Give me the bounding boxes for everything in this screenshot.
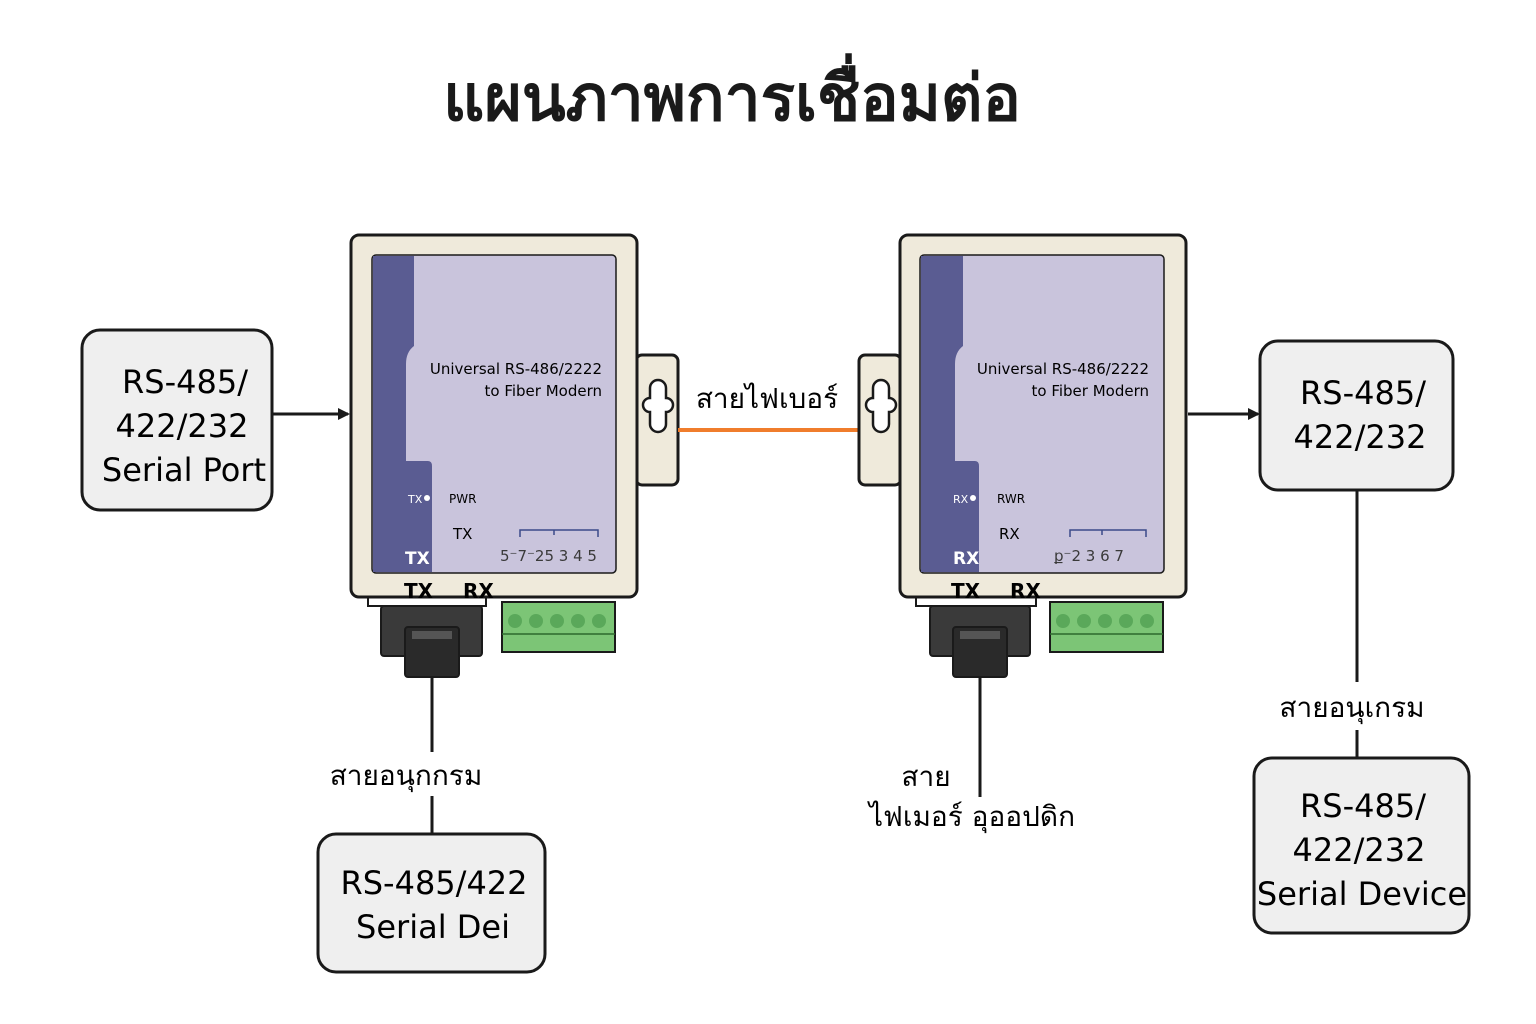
keyhole-icon <box>641 378 675 434</box>
right-terminal-block[interactable] <box>1049 601 1164 653</box>
left-modem-terminal-numbers: 5⁻7⁻25 3 4 5 <box>500 547 597 565</box>
right-fiber-modem: Universal RS-486/2222 to Fiber Modern RX… <box>857 233 1188 678</box>
right-bottom-line-2: 422/232 <box>1293 831 1426 869</box>
right-port-rx-label: RX <box>1010 579 1041 603</box>
bottom-left-line-2: Serial Dei <box>356 908 510 946</box>
left-modem-pwr-label: PWR <box>449 492 476 506</box>
right-rx-led-icon <box>970 495 976 501</box>
optic-cable-label-line-1: สาย <box>901 760 950 793</box>
page-title: แผนภาพการเชื่อมต่อ <box>443 53 1021 136</box>
right-top-line-2: 422/232 <box>1294 418 1427 456</box>
left-tx-led-icon <box>424 495 430 501</box>
serial-port-box: RS-485/ 422/232 Serial Port <box>80 328 274 512</box>
left-modem-model-line-1: Universal RS-486/2222 <box>430 360 602 378</box>
bottom-left-line-1: RS-485/422 <box>340 864 527 902</box>
left-serial-cable-label: สายอนุกกรม <box>330 759 483 793</box>
left-port-tx-label: TX <box>404 579 434 603</box>
right-terminal-bracket <box>1069 529 1147 537</box>
right-serial-cable-label: สายอนุเกรม <box>1279 691 1424 725</box>
right-bottom-line-1: RS-485/ <box>1300 787 1426 825</box>
right-modem-pwr-label: RWR <box>997 492 1025 506</box>
right-modem-mid-label: RX <box>999 525 1020 543</box>
bottom-left-device-box: RS-485/422 Serial Dei <box>316 832 547 974</box>
right-top-line-1: RS-485/ <box>1300 374 1426 412</box>
left-fiber-modem: Universal RS-486/2222 to Fiber Modern TX… <box>349 233 680 678</box>
right-port-tx-label: TX <box>951 579 981 603</box>
keyhole-icon <box>864 378 898 434</box>
right-bottom-line-3: Serial Device <box>1257 875 1467 913</box>
serial-port-line-3: Serial Port <box>102 451 266 489</box>
right-modem-terminal-numbers: ք⁻2 3 6 7 <box>1054 547 1124 565</box>
optic-cable-label-line-2: ไฟเมอร์ อุออปดิก <box>867 800 1075 834</box>
left-modem-stripe-label: TX <box>405 549 430 569</box>
left-modem-led-label: TX <box>407 493 423 506</box>
right-modem-model-line-1: Universal RS-486/2222 <box>977 360 1149 378</box>
right-modem-model-line-2: to Fiber Modern <box>1032 382 1150 400</box>
serial-port-line-2: 422/232 <box>116 407 249 445</box>
left-modem-model-line-2: to Fiber Modern <box>485 382 603 400</box>
right-bottom-box: RS-485/ 422/232 Serial Device <box>1252 756 1471 935</box>
fiber-cable-label: สายไฟเบอร์ <box>696 382 838 415</box>
right-modem-stripe-label: RX <box>953 549 979 569</box>
left-terminal-block[interactable] <box>501 601 616 653</box>
right-top-box: RS-485/ 422/232 <box>1258 339 1455 492</box>
serial-port-line-1: RS-485/ <box>122 363 248 401</box>
left-modem-mid-label: TX <box>452 525 472 543</box>
left-terminal-bracket <box>519 529 599 537</box>
right-modem-led-label: RX <box>953 493 969 506</box>
left-port-rx-label: RX <box>463 579 494 603</box>
